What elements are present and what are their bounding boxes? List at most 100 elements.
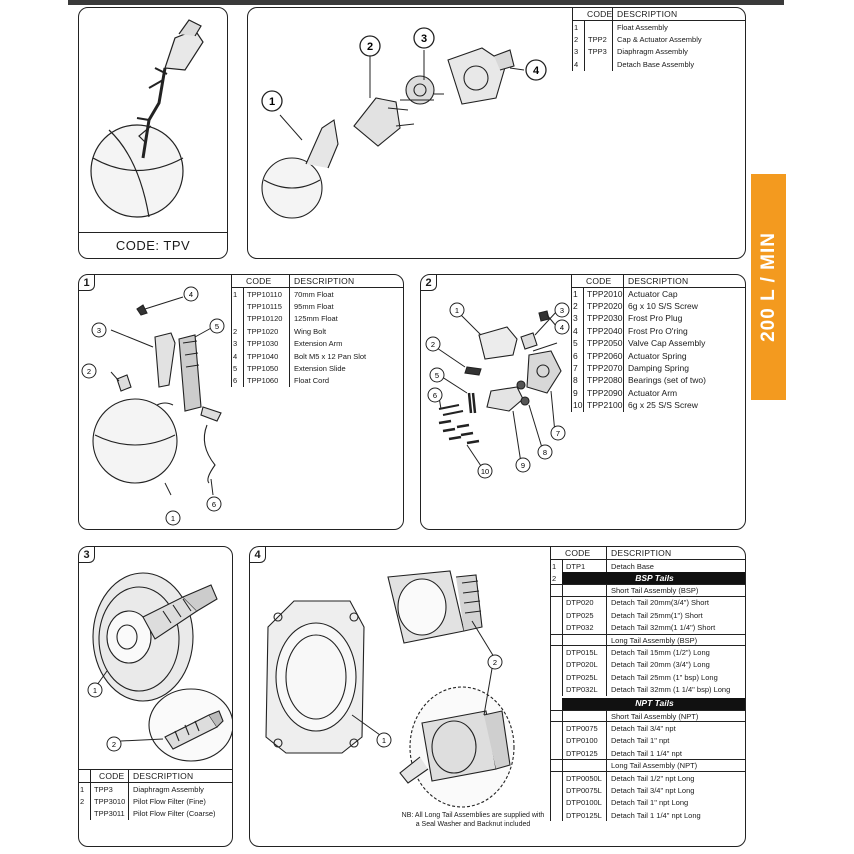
bsp-tails-header: 2 BSP Tails <box>551 572 745 585</box>
row-description: 125mm Float <box>289 312 338 326</box>
row-code: DTP0075L <box>562 784 606 797</box>
panel-2-cap-actuator: 2 <box>420 274 746 530</box>
npt-tails-header: NPT Tails <box>551 697 745 710</box>
row-code: TPP2030 <box>583 312 623 326</box>
panel2-callout-9: 9 <box>521 461 525 470</box>
row-item-number: 4 <box>573 325 578 336</box>
row-code: TPP2080 <box>583 374 623 388</box>
header-code: CODE <box>246 275 272 286</box>
row-description: Detach Tail 20mm (3/4") Long <box>606 658 710 672</box>
flow-rate-label: 200 L / MIN <box>757 232 779 342</box>
panel-badge: 3 <box>79 547 95 563</box>
row-description: 6g x 25 S/S Screw <box>623 399 698 412</box>
header-code: CODE <box>565 547 591 558</box>
row-item-number: 5 <box>233 364 238 374</box>
row-description: Actuator Spring <box>623 349 687 363</box>
row-description: Detach Tail 1 1/4" npt <box>606 747 682 760</box>
row-description: Detach Tail 25mm (1" bsp) Long <box>606 671 718 684</box>
tpv-valve-illustration <box>90 19 204 218</box>
panel2-callout-1: 1 <box>455 306 459 315</box>
header-code: CODE <box>587 8 613 19</box>
panel-badge: 4 <box>250 547 266 563</box>
row-code: DTP0125 <box>562 747 606 760</box>
panel-3-diaphragm: 3 1 2 CODE DESCRIPTI <box>78 546 233 847</box>
row-description: Valve Cap Assembly <box>623 337 705 350</box>
header-description: DESCRIPTION <box>289 275 354 287</box>
row-item-number: 9 <box>573 387 578 398</box>
row-item-number: 8 <box>573 375 578 386</box>
row-code <box>584 58 612 71</box>
row-description: Float Cord <box>289 374 329 388</box>
row-item-number: 2 <box>233 326 238 336</box>
row-code: DTP025 <box>562 609 606 622</box>
row-description: Detach Tail 3/4" npt Long <box>606 784 694 797</box>
table-header: CODE DESCRIPTION <box>551 547 745 560</box>
row-description: Pilot Flow Filter (Fine) <box>128 795 206 808</box>
row-description: Detach Tail 25mm(1") Short <box>606 609 703 622</box>
row-description: Detach Tail 1" npt <box>606 734 669 748</box>
row-description: Bolt M5 x 12 Pan Slot <box>289 349 366 363</box>
row-code: TPP2100 <box>583 399 623 412</box>
header-description: DESCRIPTION <box>606 547 671 559</box>
diaphragm-illustration: 1 2 <box>87 572 232 762</box>
row-item-number: 2 <box>574 35 579 45</box>
table-header: CODE DESCRIPTION <box>572 275 745 288</box>
row-code: TPP3 <box>584 45 612 59</box>
panel2-callout-2: 2 <box>431 340 435 349</box>
row-code: TPP2090 <box>583 387 623 400</box>
row-description: Detach Tail 15mm (1/2") Long <box>606 646 710 659</box>
row-code: TPP2020 <box>583 300 623 313</box>
row-description: 70mm Float <box>289 288 334 301</box>
panel1-callout-2: 2 <box>87 367 91 376</box>
table-row: 1 DTP1 Detach Base <box>552 560 654 573</box>
header-code: CODE <box>90 770 128 782</box>
row-description: Diaphragm Assembly <box>128 783 204 796</box>
header-description: DESCRIPTION <box>128 770 193 782</box>
row-code: TPP1030 <box>243 337 289 350</box>
header-description: DESCRIPTION <box>612 8 677 20</box>
row-description: Damping Spring <box>623 362 689 375</box>
panel2-callout-10: 10 <box>481 467 489 476</box>
row-description: Detach Base Assembly <box>612 58 694 71</box>
row-code: TPP10110 <box>243 288 289 301</box>
row-item-number: 10 <box>573 400 583 411</box>
row-code: DTP032L <box>562 683 606 696</box>
row-code: TPP2060 <box>583 349 623 363</box>
row-item-number: 7 <box>573 363 578 374</box>
row-item-number: 4 <box>233 351 238 361</box>
panel2-callout-4: 4 <box>560 323 564 332</box>
row-code: TPP3 <box>90 783 128 796</box>
panel2-callout-8: 8 <box>543 448 547 457</box>
table-header: CODE DESCRIPTION <box>79 770 232 783</box>
long-tail-note: NB: All Long Tail Assemblies are supplie… <box>388 811 558 829</box>
note-line-2: a Seal Washer and Backnut included <box>415 821 531 828</box>
row-item-number: 5 <box>573 338 578 349</box>
panel1-callout-5: 5 <box>215 322 219 331</box>
table-header: CODE DESCRIPTION <box>232 275 403 288</box>
row-description: Actuator Cap <box>623 288 678 301</box>
row-item-number: 1 <box>574 22 579 32</box>
tpv-code-label: CODE: TPV <box>79 232 227 258</box>
panel-1-float: 1 1 2 3 <box>78 274 404 530</box>
panel1-callout-1: 1 <box>171 514 175 523</box>
panel2-callout-6: 6 <box>433 391 437 400</box>
